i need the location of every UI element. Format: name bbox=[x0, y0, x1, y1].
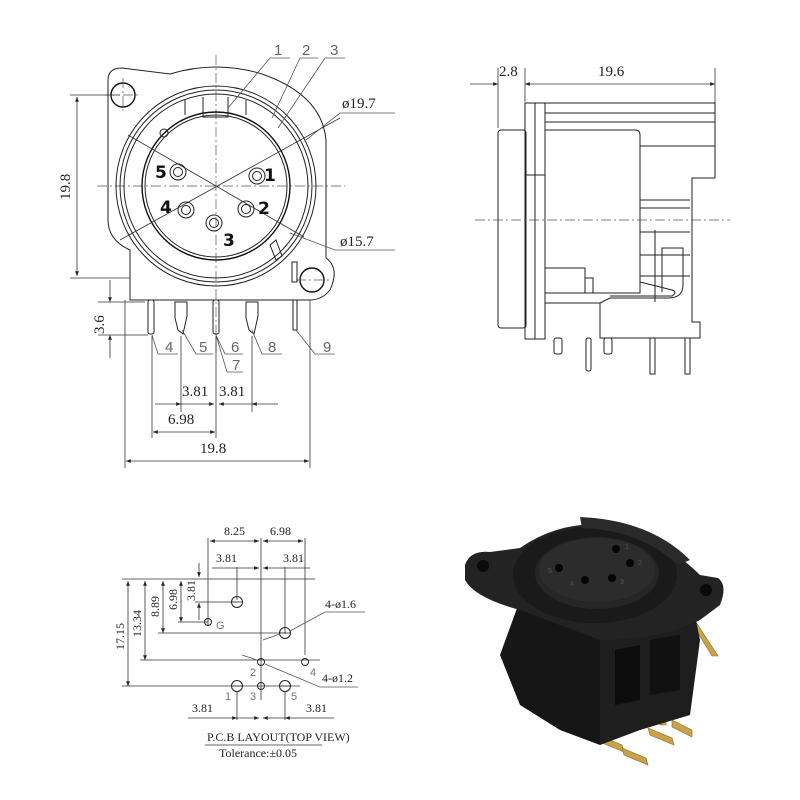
pin-label-1: 1 bbox=[264, 166, 276, 186]
pin-3 bbox=[205, 214, 223, 232]
callout-5: 5 bbox=[199, 339, 207, 356]
flange-dim: 2.8 bbox=[499, 64, 518, 80]
svg-text:3: 3 bbox=[620, 579, 624, 586]
pin-label-5: 5 bbox=[155, 163, 167, 183]
callout-3: 3 bbox=[330, 42, 338, 59]
diameter-inner: ø15.7 bbox=[340, 234, 374, 250]
height-dim: 19.8 bbox=[58, 174, 74, 200]
hole-pin-1 bbox=[231, 680, 243, 692]
pin-4 bbox=[177, 201, 195, 219]
pcb-dim-8-25: 8.25 bbox=[224, 524, 245, 538]
hole-large bbox=[231, 596, 243, 608]
pcb-layout: 8.25 6.98 3.81 3.81 17.15 13.34 8.89 6.9… bbox=[113, 524, 365, 760]
svg-text:4: 4 bbox=[570, 581, 574, 588]
tolerance-note: Tolerance:±0.05 bbox=[219, 746, 297, 760]
pcb-bottom-right-dim: 3.81 bbox=[306, 701, 327, 715]
hole-label-1: 1 bbox=[225, 691, 231, 703]
svg-text:5: 5 bbox=[548, 568, 552, 575]
hole-large-spec: 4-ø1.6 bbox=[325, 597, 356, 611]
callout-6: 6 bbox=[231, 339, 239, 356]
pcb-dim-3-81-v: 3.81 bbox=[184, 580, 198, 601]
hole-pin-3 bbox=[257, 682, 265, 690]
pin-label-3: 3 bbox=[223, 231, 235, 251]
callout-9: 9 bbox=[323, 339, 331, 356]
callout-2: 2 bbox=[302, 42, 310, 59]
pcb-dim-6-98: 6.98 bbox=[270, 524, 291, 538]
product-photo: 1 2 3 4 5 bbox=[465, 517, 724, 766]
pcb-dim-13-34: 13.34 bbox=[130, 610, 144, 637]
hole-pin-2 bbox=[257, 658, 265, 666]
hole-label-4: 4 bbox=[310, 667, 316, 679]
pcb-bottom-left-dim: 3.81 bbox=[192, 701, 213, 715]
pin-label-2: 2 bbox=[258, 199, 270, 219]
hole-large bbox=[279, 627, 291, 639]
pcb-dim-3-81-right: 3.81 bbox=[283, 551, 304, 565]
offset-dim: 6.98 bbox=[168, 412, 194, 428]
hole-label-2: 2 bbox=[250, 667, 256, 679]
hole-ground bbox=[204, 618, 212, 626]
callout-1: 1 bbox=[274, 42, 282, 59]
hole-pin-5 bbox=[279, 680, 291, 692]
width-dim: 19.8 bbox=[200, 441, 226, 457]
callout-4: 4 bbox=[165, 339, 173, 356]
pin-2 bbox=[237, 200, 255, 218]
hole-small-spec: 4-ø1.2 bbox=[322, 671, 353, 685]
pitch-right-dim: 3.81 bbox=[219, 384, 245, 400]
callout-8: 8 bbox=[268, 339, 276, 356]
side-view: 2.8 19.6 bbox=[470, 64, 730, 375]
pcb-layout-title: P.C.B LAYOUT(TOP VIEW) bbox=[207, 730, 350, 744]
hole-label-3: 3 bbox=[250, 691, 256, 703]
pcb-dim-17-15: 17.15 bbox=[113, 623, 127, 650]
pin-1 bbox=[248, 167, 266, 185]
depth-dim: 19.6 bbox=[598, 64, 625, 80]
svg-text:1: 1 bbox=[625, 544, 629, 551]
pcb-dim-6-98-v: 6.98 bbox=[166, 589, 180, 610]
pin-5 bbox=[169, 163, 187, 181]
diameter-outer: ø19.7 bbox=[342, 96, 376, 112]
pin-label-4: 4 bbox=[160, 198, 172, 218]
callout-7: 7 bbox=[232, 357, 240, 374]
pcb-dim-3-81-left: 3.81 bbox=[216, 551, 237, 565]
pin-height-dim: 3.6 bbox=[92, 315, 108, 334]
hole-pin-4 bbox=[301, 658, 309, 666]
svg-text:2: 2 bbox=[638, 560, 642, 567]
front-view: 5 1 4 2 3 1 2 3 ø19.7 ø15.7 19.8 bbox=[58, 42, 395, 468]
hole-label-g: G bbox=[216, 620, 225, 632]
pcb-dim-8-89: 8.89 bbox=[148, 596, 162, 617]
hole-label-5: 5 bbox=[291, 691, 297, 703]
pitch-left-dim: 3.81 bbox=[182, 384, 208, 400]
